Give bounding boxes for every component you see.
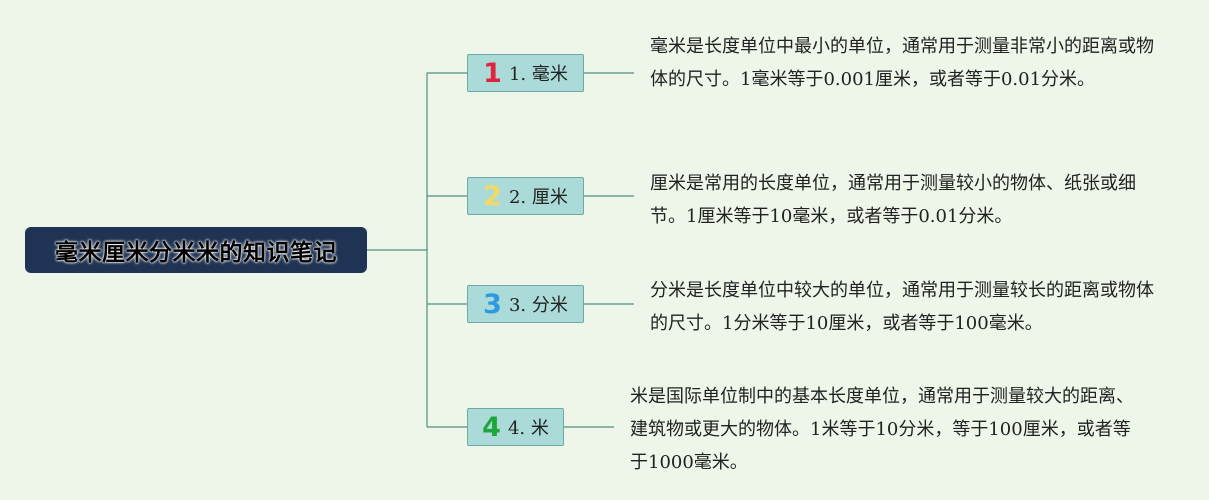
branch-node-cm[interactable]: 2 2. 厘米 <box>467 177 584 215</box>
branch-description-m: 米是国际单位制中的基本长度单位，通常用于测量较大的距离、建筑物或更大的物体。1米… <box>630 386 1134 473</box>
branch-label: 1. 毫米 <box>508 64 568 85</box>
branch-description-mm: 毫米是长度单位中最小的单位，通常用于测量非常小的距离或物体的尺寸。1毫米等于0.… <box>650 36 1154 90</box>
root-node[interactable]: 毫米厘米分米米的知识笔记 <box>25 227 367 273</box>
root-title: 毫米厘米分米米的知识笔记 <box>55 240 337 266</box>
number-4-icon: 4 <box>482 411 501 443</box>
branch-label: 4. 米 <box>507 418 549 439</box>
branch-description-dm: 分米是长度单位中较大的单位，通常用于测量较长的距离或物体的尺寸。1分米等于10厘… <box>650 280 1154 334</box>
number-2-icon: 2 <box>483 180 502 212</box>
number-3-icon: 3 <box>483 288 502 320</box>
branch-label: 2. 厘米 <box>508 187 568 208</box>
branch-node-dm[interactable]: 3 3. 分米 <box>467 285 584 323</box>
branch-node-m[interactable]: 4 4. 米 <box>467 408 564 446</box>
branch-description-cm: 厘米是常用的长度单位，通常用于测量较小的物体、纸张或细节。1厘米等于10毫米，或… <box>650 173 1136 227</box>
number-1-icon: 1 <box>483 57 502 89</box>
branch-node-mm[interactable]: 1 1. 毫米 <box>467 54 584 92</box>
branch-label: 3. 分米 <box>508 295 568 316</box>
